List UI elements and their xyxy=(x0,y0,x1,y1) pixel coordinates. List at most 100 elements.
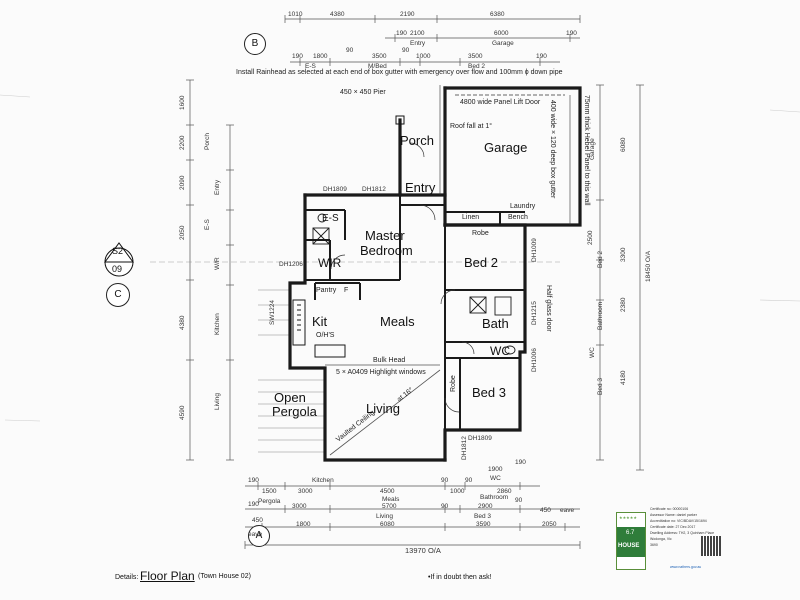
room-bed2: Bed 2 xyxy=(464,255,498,270)
door-tag-2: DH1812 xyxy=(362,186,386,193)
door-tag-5: DH1215 xyxy=(531,301,538,325)
left-dim-3: 2090 xyxy=(179,175,186,190)
room-meals: Meals xyxy=(380,314,415,329)
left-label-porch: Porch xyxy=(204,133,211,150)
box-gutter-note: 400 wide × 120 deep box gutter xyxy=(549,100,556,199)
kitchen-bench xyxy=(292,299,346,358)
bottom-dim-22: 450 xyxy=(540,507,551,514)
qr-code-icon[interactable] xyxy=(701,536,721,556)
bottom-label-eave-right: eave xyxy=(560,507,575,514)
left-label-es: E-S xyxy=(204,219,211,230)
top-dimension-lines xyxy=(186,15,644,549)
room-master: Master xyxy=(365,228,405,243)
bottom-dim-18: 1800 xyxy=(296,521,311,528)
exterior-walls xyxy=(288,86,582,462)
cert-row-3: Accreditation no: VIC/BDAV/15/1694 xyxy=(650,519,707,523)
cert-row-7: 3690 xyxy=(650,543,658,547)
room-pergola: Pergola xyxy=(272,404,317,419)
room-robe: Robe xyxy=(472,230,489,237)
badge-band xyxy=(617,527,645,557)
scan-noise xyxy=(0,94,800,422)
right-dim-3: 3300 xyxy=(620,247,627,262)
room-pantry: Pantry xyxy=(316,287,337,294)
door-tag-7: DH1809 xyxy=(468,435,492,442)
room-robe-bed3: Robe xyxy=(450,375,457,392)
room-living: Living xyxy=(366,401,400,416)
rainhead-note: Install Rainhead as selected at each end… xyxy=(236,69,563,76)
bottom-label-eave-left: eave xyxy=(248,531,263,538)
right-label-garage: Garage xyxy=(589,138,596,160)
top-dim-13: 90 xyxy=(402,47,410,54)
bottom-label-bathroom: Bathroom xyxy=(480,494,509,501)
right-dim-overall: 18450 O/A xyxy=(645,250,652,282)
cert-row-2: Assessor Name: daniel parker xyxy=(650,513,697,517)
top-dim-label-es: E-S xyxy=(305,63,316,70)
oh-note: O/H'S xyxy=(316,332,335,339)
bottom-dim-3: 3000 xyxy=(298,488,313,495)
grid-marker-b: B xyxy=(244,33,266,55)
top-dim-16: 190 xyxy=(536,53,547,60)
bottom-label-kitchen: Kitchen xyxy=(312,477,334,484)
bottom-label-bed3: Bed 3 xyxy=(474,513,491,520)
door-tag-4: DH1009 xyxy=(531,238,538,262)
pier xyxy=(395,115,405,125)
door-tag-3: DH1206 xyxy=(279,261,303,268)
left-dim-4: 2050 xyxy=(179,225,186,240)
bottom-dim-11: 3000 xyxy=(292,503,307,510)
plan-title: Floor Plan xyxy=(140,569,195,583)
energy-rating-brand: HOUSE xyxy=(618,543,640,549)
top-dim-1: 1010 xyxy=(288,11,303,18)
star-icon: ★★★★★ xyxy=(619,515,637,520)
top-dim-label-mbed: M/Bed xyxy=(368,63,387,70)
top-dim-9: 190 xyxy=(292,53,303,60)
left-label-kitchen: Kitchen xyxy=(214,313,221,335)
bottom-dim-21: 2050 xyxy=(542,521,557,528)
top-dim-6: 2100 xyxy=(410,30,425,37)
room-kit: Kit xyxy=(312,314,328,329)
top-dim-7: 6000 xyxy=(494,30,509,37)
cert-row-5: Dwelling Address: TH2, 3 Quinham Place xyxy=(650,531,715,535)
roof-fall-note: Roof fall at 1° xyxy=(450,123,493,130)
room-open: Open xyxy=(274,390,306,405)
bottom-label-living: Living xyxy=(376,513,393,520)
room-linen: Linen xyxy=(462,214,480,221)
bottom-dim-7: 90 xyxy=(465,477,473,484)
top-dim-14: 1000 xyxy=(416,53,431,60)
right-dim-2: 2500 xyxy=(587,230,594,245)
top-dim-11: 90 xyxy=(346,47,354,54)
bottom-dim-16: 2860 xyxy=(497,488,512,495)
section-marker-bottom: 09 xyxy=(112,264,123,274)
room-bed3: Bed 3 xyxy=(472,385,506,400)
interior-walls xyxy=(305,195,530,430)
right-label-bathroom: Bathroom xyxy=(597,301,604,330)
bottom-dim-8: 1900 xyxy=(488,466,503,473)
bulkhead-note: Bulk Head xyxy=(373,357,406,364)
bottom-dim-5: 90 xyxy=(441,477,449,484)
section-marker xyxy=(104,242,134,277)
room-ensuite: E-S xyxy=(322,213,339,224)
room-porch: Porch xyxy=(400,133,434,148)
top-dim-15: 3500 xyxy=(468,53,483,60)
right-label-bed3: Bed 3 xyxy=(597,378,604,395)
top-dim-label-bed2: Bed 2 xyxy=(468,63,485,70)
bottom-label-meals: Meals xyxy=(382,496,400,503)
right-dim-1: 6080 xyxy=(620,137,627,152)
right-dim-4: 2380 xyxy=(620,297,627,312)
right-label-bed2: Bed 2 xyxy=(597,251,604,268)
pier-note: 450 × 450 Pier xyxy=(340,89,386,96)
details-label: Details: xyxy=(115,574,139,581)
highlight-windows-note: 5 × A0409 Highlight windows xyxy=(336,369,426,376)
bottom-dim-9: 190 xyxy=(515,459,526,466)
cert-row-4: Certificate date: 27 Dec 2017 xyxy=(650,525,696,529)
top-dim-4: 6380 xyxy=(490,11,505,18)
bottom-dim-overall: 13970 O/A xyxy=(405,546,441,555)
cert-url[interactable]: www.nathers.gov.au xyxy=(670,565,702,569)
room-entry: Entry xyxy=(405,180,436,195)
room-laundry: Laundry xyxy=(510,203,536,210)
bottom-dim-20: 3590 xyxy=(476,521,491,528)
garage-door-note: 4800 wide Panel Lift Door xyxy=(460,99,541,106)
top-dim-3: 2190 xyxy=(400,11,415,18)
room-wc: WC xyxy=(490,344,510,358)
